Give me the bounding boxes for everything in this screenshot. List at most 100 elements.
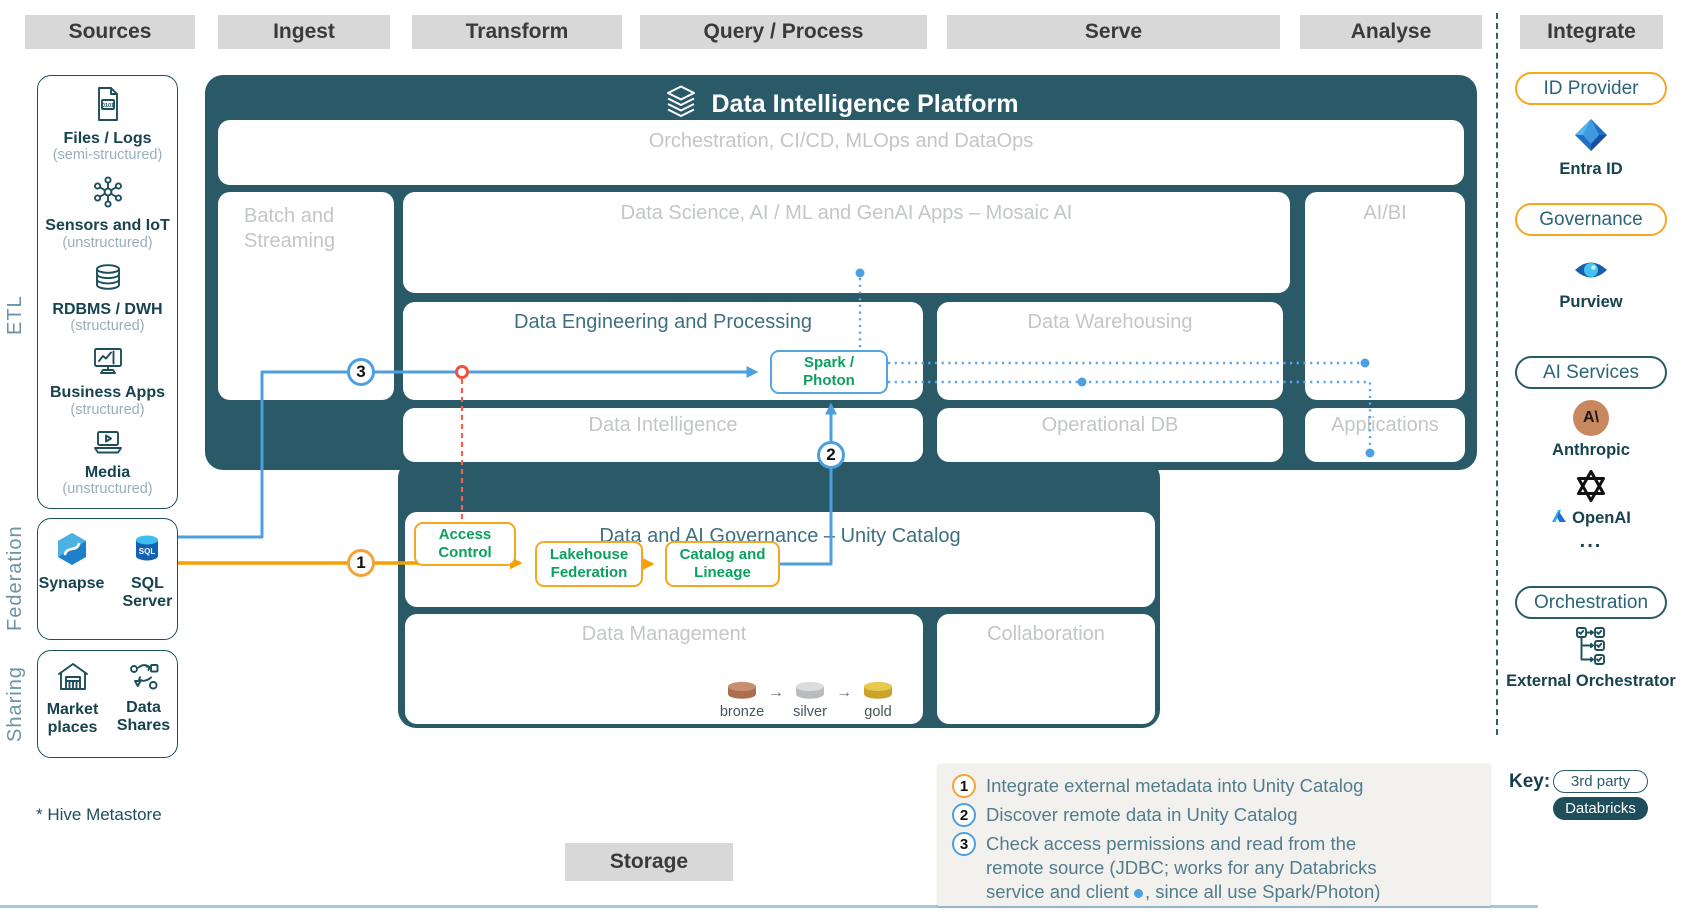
bottom-rule — [0, 905, 1538, 908]
svg-text:SQL: SQL — [139, 547, 156, 556]
blue-arrow-step3 — [178, 366, 759, 539]
etl-sources-panel: 0101 Files / Logs (semi-structured) Sens… — [37, 75, 178, 509]
legend-box: 1 Integrate external metadata into Unity… — [938, 764, 1490, 906]
source-media: Media (unstructured) — [40, 430, 175, 498]
svg-text:0101: 0101 — [101, 103, 113, 109]
blue-arrow-step2 — [780, 402, 837, 566]
legend-text-2: Discover remote data in Unity Catalog — [986, 804, 1298, 825]
spark-label-line2: Photon — [803, 372, 855, 389]
medallion-arrow-icon: → — [768, 684, 784, 701]
medallion-arrow-icon: → — [836, 684, 852, 701]
orchestration-box: Orchestration, CI/CD, MLOps and DataOps — [218, 120, 1464, 185]
access-control-box: Access Control — [414, 522, 516, 566]
media-laptop-icon — [91, 430, 125, 461]
legend-step-1: 1 Integrate external metadata into Unity… — [952, 774, 1476, 798]
azure-icon — [1551, 508, 1567, 529]
source-sub: (structured) — [70, 318, 145, 335]
sharing-marketplaces: Market places — [43, 661, 103, 757]
app-monitor-icon — [91, 346, 125, 381]
key-third-party-pill: 3rd party — [1553, 770, 1648, 793]
collaboration-box: Collaboration — [937, 614, 1155, 724]
header-integrate: Integrate — [1520, 15, 1663, 49]
ai-services-pill: AI Services — [1515, 356, 1667, 389]
legend-circle-2: 2 — [952, 803, 976, 827]
header-analyse: Analyse — [1300, 15, 1482, 49]
batch-streaming-label: Batch and Streaming — [244, 205, 336, 252]
header-sources: Sources — [25, 15, 195, 49]
file-code-icon: 0101 — [92, 86, 124, 127]
federation-item-label: Synapse — [38, 575, 105, 592]
operational-db-box: Operational DB — [937, 408, 1283, 462]
federation-sql-server: SQL SQL Server — [118, 531, 176, 639]
source-sensors-iot: Sensors and IoT (unstructured) — [40, 175, 175, 251]
legend-step-3: 3 Check access permissions and read from… — [952, 832, 1476, 904]
openai-row: OpenAI — [1491, 508, 1683, 529]
key-label: Key: — [1509, 771, 1551, 792]
ai-services-label: AI Services — [1542, 361, 1640, 383]
medallion-gold: gold — [852, 681, 904, 720]
external-orchestrator-icon — [1572, 626, 1610, 668]
hive-metastore-note: * Hive Metastore — [36, 805, 162, 824]
medallion-flow: bronze → silver → gold — [716, 681, 904, 720]
collaboration-label: Collaboration — [987, 623, 1105, 645]
sql-server-icon: SQL — [129, 531, 165, 572]
federation-panel: Synapse SQL SQL Server — [37, 518, 178, 640]
orchestration-label: Orchestration, CI/CD, MLOps and DataOps — [648, 130, 1034, 152]
applications-label: Applications — [1331, 414, 1439, 436]
header-query-process: Query / Process — [640, 15, 927, 49]
bronze-label: bronze — [719, 704, 765, 720]
federation-item-label: SQL Server — [122, 575, 173, 611]
source-sub: (semi-structured) — [52, 147, 163, 164]
step-marker-2: 2 — [817, 441, 845, 469]
legend-text-1: Integrate external metadata into Unity C… — [986, 775, 1364, 796]
data-warehousing-label: Data Warehousing — [1027, 311, 1193, 333]
gold-cylinder-icon — [864, 681, 892, 699]
dotted-endpoint-aibi — [1360, 358, 1370, 368]
header-transform: Transform — [412, 15, 622, 49]
source-label: Media — [84, 463, 131, 481]
sharing-panel: Market places Data Shares — [37, 650, 178, 758]
databricks-layers-icon — [663, 84, 699, 125]
unity-catalog-box: Data and AI Governance – Unity Catalog — [405, 512, 1155, 607]
id-provider-pill: ID Provider — [1515, 72, 1667, 105]
data-engineering-label: Data Engineering and Processing — [514, 311, 812, 333]
access-control-label: Access Control — [438, 526, 492, 561]
source-sub: (unstructured) — [62, 481, 153, 498]
data-intelligence-label: Data Intelligence — [588, 414, 738, 436]
medallion-bronze: bronze — [716, 681, 768, 720]
applications-box: Applications — [1305, 408, 1465, 462]
storage-box: Storage — [565, 843, 733, 881]
data-warehousing-box: Data Warehousing — [937, 302, 1283, 400]
silver-cylinder-icon — [796, 681, 824, 699]
lakehouse-federation-label: Lakehouse Federation — [549, 546, 629, 581]
spark-photon-box: Spark / Photon — [770, 350, 888, 394]
ai-bi-label: AI/BI — [1363, 202, 1407, 224]
legend-text-3-line3post: , since all use Spark/Photon) — [1144, 881, 1381, 902]
openai-icon — [1573, 468, 1609, 504]
synapse-icon — [54, 531, 90, 572]
legend-circle-3: 3 — [952, 832, 976, 856]
legend-text-3-line3pre: service and client — [986, 881, 1129, 902]
gold-label: gold — [864, 704, 892, 720]
external-orchestrator-label: External Orchestrator — [1506, 672, 1676, 690]
openai-label: OpenAI — [1572, 509, 1631, 527]
source-label: Files / Logs — [63, 130, 152, 147]
governance-label: Governance — [1539, 208, 1643, 230]
database-stack-icon — [91, 263, 125, 298]
legend-circle-1: 1 — [952, 774, 976, 798]
purview-icon — [1572, 256, 1610, 284]
id-provider-label: ID Provider — [1543, 77, 1639, 99]
source-label: Sensors and IoT — [45, 217, 170, 235]
step-marker-3: 3 — [347, 358, 375, 386]
more-services-ellipsis: ... — [1579, 530, 1603, 552]
data-shares-icon — [127, 661, 161, 696]
header-serve: Serve — [947, 15, 1280, 49]
platform-title: Data Intelligence Platform — [711, 90, 1019, 118]
spark-label-line1: Spark / — [803, 354, 855, 371]
legend-text-3: Check access permissions and read from t… — [986, 832, 1380, 904]
data-science-label: Data Science, AI / ML and GenAI Apps – M… — [620, 202, 1073, 224]
key-databricks-pill: Databricks — [1553, 797, 1648, 820]
anthropic-label: Anthropic — [1552, 441, 1630, 459]
dotted-endpoint-mosaic — [855, 268, 865, 278]
entra-id-icon — [1572, 116, 1610, 154]
